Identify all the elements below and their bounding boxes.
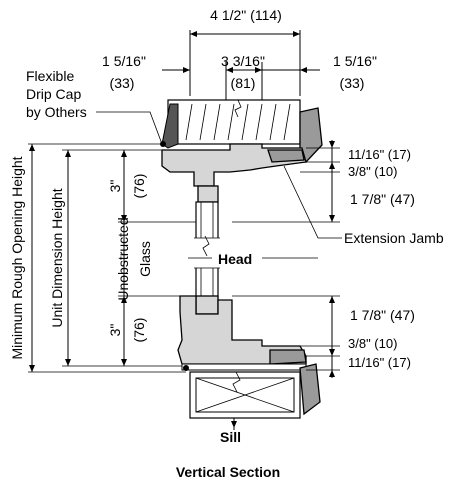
left-offset-imperial: 1 5/16": [102, 53, 146, 69]
drip-cap-label-line3: by Others: [26, 104, 87, 120]
min-rough-opening-height-label: Minimum Rough Opening Height: [9, 156, 25, 359]
caption: Vertical Section: [176, 464, 280, 480]
right-offset-metric: (33): [340, 75, 365, 91]
sill-bottom-dimension: 11/16" (17): [348, 355, 411, 370]
unit-dimension-height-label: Unit Dimension Height: [49, 188, 65, 327]
head-label: Head: [218, 251, 252, 267]
head-frame-profile: [161, 143, 307, 203]
top-dimensions: 4 1/2" (114) 3 3/16" (81) 1 5/16" (33) 1…: [102, 7, 377, 100]
sill-frame-imperial: 3": [107, 324, 123, 337]
left-offset-metric: (33): [110, 75, 135, 91]
head-frame-imperial: 3": [107, 180, 123, 193]
head-wall-framing: [160, 99, 323, 164]
glass-label: Glass: [137, 241, 153, 277]
center-width-imperial: 3 3/16": [221, 53, 265, 69]
sill-frame-metric: (76): [131, 318, 147, 343]
head-third-dimension: 1 7/8" (47): [350, 191, 415, 207]
sill-label: Sill: [220, 429, 241, 445]
sill-third-dimension: 1 7/8" (47): [350, 307, 415, 323]
section-labels: Head Sill: [188, 251, 318, 445]
sill-second-dimension: 3/8" (10): [348, 336, 397, 351]
sill-frame-profile: [177, 295, 307, 371]
head-top-dimension: 11/16" (17): [348, 147, 411, 162]
unobstructed-label: Unobstructed: [115, 217, 131, 300]
drip-cap-label-line2: Drip Cap: [26, 86, 81, 102]
center-width-metric: (81): [231, 75, 256, 91]
right-dimensions: 11/16" (17) 3/8" (10) 1 7/8" (47) 1 7/8"…: [232, 140, 415, 378]
extension-jamb-label: Extension Jamb: [344, 230, 444, 246]
drip-cap-label-line1: Flexible: [26, 68, 74, 84]
right-offset-imperial: 1 5/16": [333, 53, 377, 69]
head-second-dimension: 3/8" (10): [348, 164, 397, 179]
callouts: Flexible Drip Cap by Others Extension Ja…: [26, 68, 444, 246]
left-dimensions: Minimum Rough Opening Height Unit Dimens…: [9, 143, 196, 373]
glass-unit: [194, 201, 220, 299]
sill-wall-framing: [189, 363, 321, 419]
overall-width-dimension: 4 1/2" (114): [210, 7, 282, 23]
head-frame-metric: (76): [131, 174, 147, 199]
